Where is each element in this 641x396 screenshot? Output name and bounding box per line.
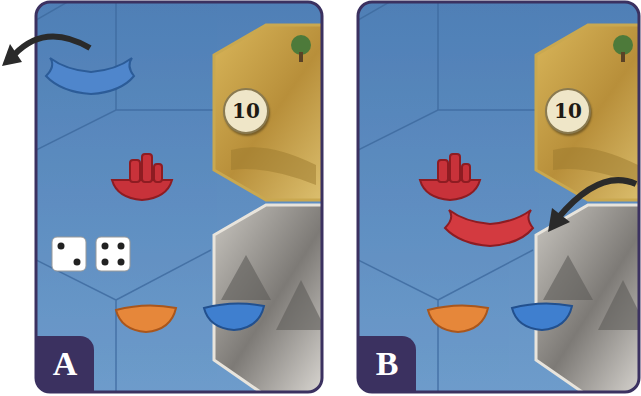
token-number: 10 [554, 99, 582, 123]
move-arrow [14, 37, 90, 55]
panel-label: A [53, 345, 78, 383]
move-arrow [558, 180, 636, 218]
panel-letter: B [358, 336, 416, 392]
number-token: 10 [545, 88, 591, 134]
dice [52, 237, 130, 271]
panel-label: B [376, 345, 399, 383]
panel-letter: A [36, 336, 94, 392]
number-token: 10 [223, 88, 269, 134]
token-number: 10 [232, 99, 260, 123]
